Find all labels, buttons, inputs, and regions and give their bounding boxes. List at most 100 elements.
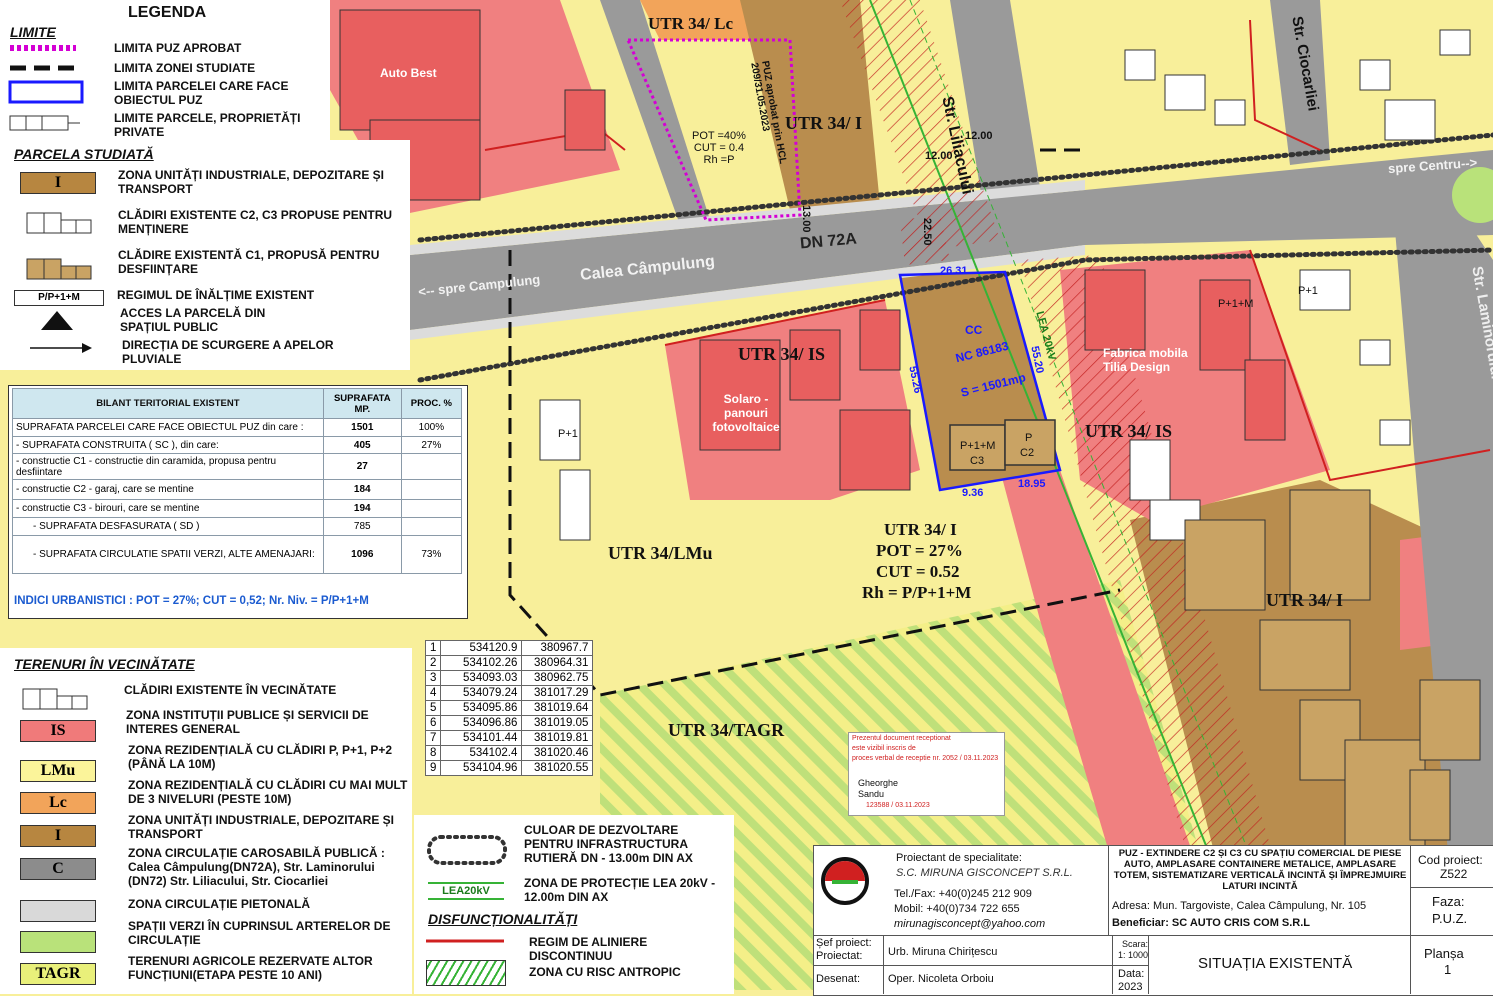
utr-is-right-label: UTR 34/ IS [1085, 421, 1173, 441]
risk-hatch-swatch [426, 960, 506, 986]
disf-item-2: ZONA CU RISC ANTROPIC [529, 965, 681, 979]
pedestrian-swatch [20, 900, 96, 922]
limite-item-3: LIMITA PARCELEI CARE FACE OBIECTUL PUZ [114, 79, 289, 107]
fabrica-label: Fabrica mobila Tilia Design [1103, 346, 1188, 374]
vecinatate-item-5: ZONA UNITĂȚI INDUSTRIALE, DEPOZITARE ȘI … [128, 813, 394, 841]
scara-value: 1: 1000 [1118, 950, 1149, 960]
parcela-header: PARCELA STUDIATĂ [14, 146, 154, 162]
access-triangle-icon [41, 311, 73, 330]
stamp-line-2: este vizibil inscris de [852, 745, 916, 752]
road-laminorului [1395, 210, 1493, 994]
designer-email: mirunagisconcept@yahoo.com [894, 918, 1046, 930]
neighbor-buildings-swatch [22, 688, 88, 710]
bilant-col-area: SUPRAFATA MP. [322, 388, 402, 419]
auto-best-label: Auto Best [380, 66, 437, 80]
lc-swatch: Lc [20, 792, 96, 814]
dim-936: 9.36 [962, 487, 984, 499]
desenat-label: Desenat: [816, 973, 861, 985]
parcela-item-1: ZONA UNITĂȚI INDUSTRIALE, DEPOZITARE ȘI … [118, 168, 384, 196]
data-value: 2023 [1118, 981, 1143, 993]
i-swatch: I [20, 825, 96, 847]
puz-indici-label: POT =40% CUT = 0.4 Rh =P [692, 130, 746, 166]
coord-n: 4 [424, 685, 442, 701]
drainage-arrow-icon [30, 343, 92, 353]
coord-x: 534101.44 [440, 730, 523, 746]
solaro-label: Solaro - panouri fotovoltaice [712, 392, 780, 434]
sef-label: Șef proiect: [816, 937, 872, 949]
coord-n: 2 [424, 655, 442, 671]
coord-x: 534102.4 [440, 745, 523, 761]
dim-1895: 18.95 [1018, 478, 1046, 490]
bilant-row-area: 184 [322, 479, 402, 500]
designer-label: Proiectant de specialitate: [896, 852, 1022, 864]
bilant-col-proc: PROC. % [400, 388, 463, 419]
coord-y: 381017.29 [521, 685, 594, 701]
disfunctionalitati-header: DISFUNCȚIONALITĂȚI [428, 911, 578, 927]
building-p-label: P [1025, 432, 1033, 444]
project-title: PUZ - EXTINDERE C2 ȘI C3 CU SPAȚIU COMER… [1113, 848, 1407, 892]
sheet-title: SITUAȚIA EXISTENTĂ [1198, 955, 1353, 972]
coord-y: 380962.75 [521, 670, 594, 686]
utr-i-center-label: UTR 34/ I [884, 520, 957, 539]
bilant-row-proc [400, 479, 463, 500]
limite-header: LIMITE [10, 24, 56, 40]
vecinatate-item-6: ZONA CIRCULAȚIE CAROSABILĂ PUBLICĂ : Cal… [128, 846, 385, 888]
cut-center-label: CUT = 0.52 [876, 562, 960, 581]
bilant-row-area: 1096 [322, 535, 402, 574]
utr-i-right-label: UTR 34/ I [1266, 590, 1344, 610]
utr-tagr-label: UTR 34/TAGR [668, 720, 785, 740]
phase-value: P.U.Z. [1432, 911, 1468, 926]
utr-is-left-label: UTR 34/ IS [738, 344, 826, 364]
designer-tel: Tel./Fax: +40(0)245 212 909 [894, 888, 1032, 900]
bilant-table: BILANT TERITORIAL EXISTENT SUPRAFATA MP.… [12, 388, 463, 574]
coord-x: 534102.26 [440, 655, 523, 671]
bilant-row-label: SUPRAFATA PARCELEI CARE FACE OBIECTUL PU… [12, 418, 324, 437]
limite-swatches [8, 45, 84, 131]
utr-i-top-label: UTR 34/ I [785, 113, 863, 133]
bilant-row-area: 27 [322, 453, 402, 480]
designer-mobil: Mobil: +40(0)734 722 655 [894, 903, 1020, 915]
buildings-keep-swatch [26, 212, 92, 234]
limite-item-4: LIMITE PARCELE, PROPRIETĂȚI PRIVATE [114, 111, 301, 139]
coord-x: 534095.86 [440, 700, 523, 716]
project-address: Adresa: Mun. Targoviste, Calea Câmpulung… [1112, 900, 1367, 912]
stamp-line-1: Prezentul document receptionat [852, 735, 951, 742]
lc-zone [640, 0, 760, 40]
coord-x: 534096.86 [440, 715, 523, 731]
bilant-row-area: 1501 [322, 418, 402, 437]
phase-label: Faza: [1432, 894, 1465, 909]
bilant-row-proc [400, 499, 463, 518]
stamp-name-1: Gheorghe [858, 778, 899, 788]
parcela-item-3: CLĂDIRE EXISTENTĂ C1, PROPUSĂ PENTRU DES… [118, 248, 380, 276]
bilant-row-label: - SUPRAFATA CONSTRUITA ( SC ), din care: [12, 436, 324, 454]
vecinatate-item-9: TERENURI AGRICOLE REZERVATE ALTOR FUNCȚI… [128, 954, 373, 982]
coord-y: 381019.81 [521, 730, 594, 746]
sef-name: Urb. Miruna Chirițescu [888, 946, 998, 958]
extra-item-1: CULOAR DE DEZVOLTARE PENTRU INFRASTRUCTU… [524, 823, 693, 865]
rh-center-label: Rh = P/P+1+M [862, 583, 972, 602]
vecinatate-item-4: ZONA REZIDENȚIALĂ CU CLĂDIRI CU MAI MULT… [128, 778, 408, 806]
coord-n: 9 [424, 760, 442, 776]
coord-y: 381019.05 [521, 715, 594, 731]
coord-x: 534079.24 [440, 685, 523, 701]
industrial-swatch: I [20, 172, 96, 194]
bilant-row-proc: 27% [400, 436, 463, 454]
bilant-row-area: 405 [322, 436, 402, 454]
desenat-name: Oper. Nicoleta Orboiu [888, 973, 994, 985]
proiectat-label: Proiectat: [816, 950, 863, 962]
vecinatate-header: TERENURI ÎN VECINĂTATE [14, 656, 195, 672]
building-p-p1m-label: P+1+M [1218, 298, 1254, 310]
alignment-line-swatch [426, 939, 504, 943]
building-demolish-swatch [26, 258, 92, 280]
parcel-cc-label: CC [965, 323, 983, 337]
vecinatate-item-7: ZONA CIRCULAȚIE PIETONALĂ [128, 897, 310, 911]
plansa-value: 1 [1444, 962, 1452, 977]
extra-item-2: ZONA DE PROTECȚIE LEA 20kV - 12.00m DIN … [524, 876, 716, 904]
building-c3-label: C3 [970, 455, 985, 467]
bilant-row-area: 785 [322, 517, 402, 536]
parcela-item-2: CLĂDIRI EXISTENTE C2, C3 PROPUSE PENTRU … [118, 208, 393, 236]
coord-n: 6 [424, 715, 442, 731]
c-swatch: C [20, 858, 96, 880]
coord-n: 5 [424, 700, 442, 716]
pot-center-label: POT = 27% [876, 541, 963, 560]
